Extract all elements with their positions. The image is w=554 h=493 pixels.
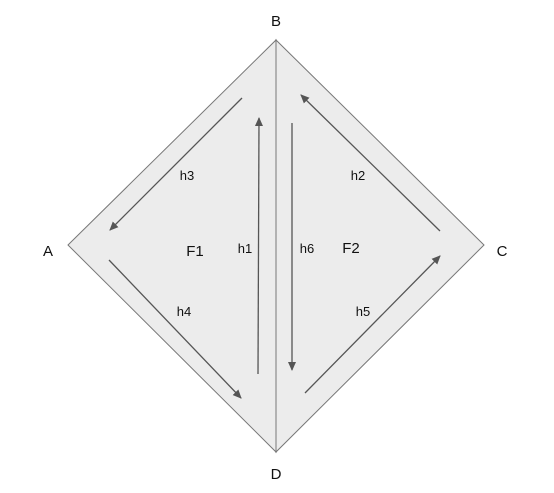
half-edge-label-h5: h5 [356,304,370,319]
vertex-label-b: B [271,13,281,30]
half-edge-arrow-h4 [108,259,242,399]
face-label-f1: F1 [186,243,204,260]
vertex-label-a: A [43,243,53,260]
half-edge-arrow-h2 [300,94,441,232]
half-edge-label-h2: h2 [351,168,365,183]
half-edge-label-h6: h6 [300,241,314,256]
half-edge-label-h4: h4 [177,304,191,319]
half-edge-arrow-h5 [304,255,441,394]
vertex-label-d: D [271,466,282,483]
half-edge-label-h3: h3 [180,168,194,183]
face-label-f2: F2 [342,240,360,257]
vertex-label-c: C [497,243,508,260]
half-edge-arrow-h1 [254,117,263,375]
half-edge-arrow-h3 [109,97,243,231]
half-edge-label-h1: h1 [238,241,252,256]
